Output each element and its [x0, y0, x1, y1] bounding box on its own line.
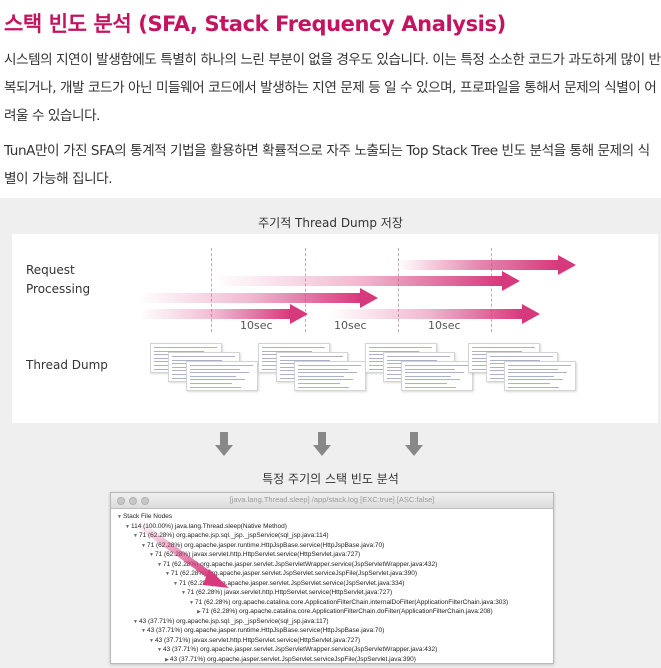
request-arrow	[330, 304, 540, 324]
expand-triangle-icon[interactable]: ▼	[149, 637, 154, 644]
tree-node[interactable]: ▼71 (62.28%) org.apache.jasper.servlet.J…	[173, 579, 404, 589]
tree-node-label: 114 (100.00%) java.lang.Thread.sleep(Nat…	[130, 522, 287, 530]
tree-node-label: 43 (37.71%) org.apache.jasper.servlet.Js…	[162, 646, 438, 653]
interval-marker	[305, 248, 306, 332]
tree-node[interactable]: ▼71 (62.28%) javax.servlet.http.HttpServ…	[181, 588, 392, 598]
thread-dump-thumbnail	[401, 361, 473, 391]
tree-node-label: 71 (62.28%) javax.servlet.http.HttpServl…	[186, 589, 393, 596]
interval-label: 10sec	[334, 319, 367, 332]
diagonal-arrow-head	[203, 569, 229, 588]
tree-node[interactable]: ▼71 (62.28%) org.apache.jasper.runtime.H…	[141, 541, 384, 551]
interval-label: 10sec	[428, 319, 461, 332]
expand-triangle-icon[interactable]: ▼	[133, 533, 138, 539]
thread-dump-thumbnail	[504, 361, 576, 391]
tree-node[interactable]: ▼43 (37.71%) org.apache.jasper.runtime.H…	[141, 626, 384, 636]
tree-node-label: 71 (62.28%) org.apache.jasper.servlet.Js…	[178, 579, 405, 587]
page-title: 스택 빈도 분석 (SFA, Stack Frequency Analysis)	[4, 12, 506, 36]
tree-node[interactable]: ▼43 (37.71%) org.apache.jsp.sql._jsp._js…	[133, 617, 329, 627]
diagonal-highlight-arrow	[134, 520, 229, 588]
tree-node-label: 71 (62.28%) org.apache.jasper.servlet.Js…	[162, 560, 438, 568]
expand-triangle-icon[interactable]: ▶	[165, 656, 169, 663]
tree-node[interactable]: ▼43 (37.71%) javax.servlet.http.HttpServ…	[149, 636, 360, 646]
expand-triangle-icon[interactable]: ▶	[197, 609, 201, 615]
window-title: [java.lang.Thread.sleep] /app/stack.log …	[229, 495, 435, 504]
down-arrow-icon	[313, 432, 331, 456]
stack-tree-window: [java.lang.Thread.sleep] /app/stack.log …	[110, 492, 554, 664]
expand-triangle-icon[interactable]: ▼	[141, 542, 146, 549]
expand-triangle-icon[interactable]: ▼	[149, 552, 154, 558]
window-titlebar: [java.lang.Thread.sleep] /app/stack.log …	[111, 493, 553, 509]
interval-label: 10sec	[240, 319, 273, 332]
interval-marker	[491, 248, 492, 332]
tree-node-label: Stack File Nodes	[122, 513, 173, 520]
request-arrow	[138, 288, 378, 308]
expand-triangle-icon[interactable]: ▼	[141, 628, 146, 634]
expand-triangle-icon[interactable]: ▼	[181, 590, 186, 596]
down-arrow-icon	[215, 432, 233, 456]
tree-node-label: 71 (62.28%) org.apache.catalina.core.App…	[194, 598, 509, 606]
minimize-dot-icon[interactable]	[129, 497, 137, 505]
expand-triangle-icon[interactable]: ▼	[165, 571, 170, 577]
tree-node-label: 43 (37.71%) org.apache.jasper.runtime.Ht…	[146, 627, 385, 634]
request-arrow	[398, 255, 576, 275]
sfa-paragraph: TunA만이 가진 SFA의 통계적 기법을 활용하면 확률적으로 자주 노출되…	[4, 143, 650, 187]
expand-triangle-icon[interactable]: ▼	[173, 580, 178, 587]
request-arrow	[214, 271, 520, 291]
thread-dump-label: Thread Dump	[26, 358, 108, 372]
diagonal-arrow-shaft	[134, 520, 218, 582]
tree-node[interactable]: ▶43 (37.71%) org.apache.jasper.servlet.J…	[165, 655, 416, 665]
tree-node[interactable]: ▼71 (62.28%) org.apache.jsp.sql._jsp._js…	[133, 531, 329, 541]
down-arrow-icon	[405, 432, 423, 456]
tree-node[interactable]: ▼71 (62.28%) org.apache.catalina.core.Ap…	[189, 598, 508, 608]
close-dot-icon[interactable]	[117, 497, 125, 505]
tree-node[interactable]: ▼71 (62.28%) org.apache.jasper.servlet.J…	[157, 560, 437, 570]
tree-node[interactable]: ▼71 (62.28%) org.apache.jasper.servlet.J…	[165, 569, 417, 579]
request-arrow	[140, 304, 308, 324]
tree-node[interactable]: ▶71 (62.28%) org.apache.catalina.core.Ap…	[197, 607, 493, 617]
tree-node-label: 43 (37.71%) org.apache.jsp.sql._jsp._jsp…	[138, 617, 329, 625]
intro-paragraph: 시스템의 지연이 발생함에도 특별히 하나의 느린 부분이 없을 경우도 있습니…	[4, 52, 661, 124]
tree-node-label: 71 (62.28%) javax.servlet.http.HttpServl…	[154, 551, 361, 558]
expand-triangle-icon[interactable]: ▼	[157, 561, 162, 568]
thread-dump-caption: 주기적 Thread Dump 저장	[258, 216, 403, 230]
expand-triangle-icon[interactable]: ▼	[125, 523, 130, 530]
tree-node[interactable]: ▼71 (62.28%) javax.servlet.http.HttpServ…	[149, 550, 360, 560]
tree-node-label: 43 (37.71%) javax.servlet.http.HttpServl…	[154, 636, 361, 644]
tree-node-label: 71 (62.28%) org.apache.jasper.runtime.Ht…	[146, 541, 385, 549]
tree-node-label: 43 (37.71%) org.apache.jasper.servlet.Js…	[169, 655, 416, 663]
tree-node-label: 71 (62.28%) org.apache.jasper.servlet.Js…	[170, 570, 417, 577]
tree-node-label: 71 (62.28%) org.apache.catalina.core.App…	[201, 608, 493, 615]
interval-marker	[211, 248, 212, 332]
tree-node-label: 71 (62.28%) org.apache.jsp.sql._jsp._jsp…	[138, 532, 329, 539]
request-processing-label: Request Processing	[26, 263, 91, 296]
thread-dump-thumbnail	[294, 361, 366, 391]
frequency-analysis-caption: 특정 주기의 스택 빈도 분석	[262, 472, 399, 486]
thread-dump-thumbnail	[186, 361, 258, 391]
tree-root[interactable]: ▼Stack File Nodes	[117, 512, 172, 522]
tree-node[interactable]: ▼114 (100.00%) java.lang.Thread.sleep(Na…	[125, 522, 287, 532]
expand-triangle-icon[interactable]: ▼	[117, 514, 122, 520]
sfa-diagram: 주기적 Thread Dump 저장 Request Processing Th…	[0, 198, 661, 668]
expand-triangle-icon[interactable]: ▼	[157, 647, 162, 653]
expand-triangle-icon[interactable]: ▼	[133, 618, 138, 625]
tree-node[interactable]: ▼43 (37.71%) org.apache.jasper.servlet.J…	[157, 645, 437, 655]
interval-marker	[398, 248, 399, 332]
maximize-dot-icon[interactable]	[141, 497, 149, 505]
expand-triangle-icon[interactable]: ▼	[189, 599, 194, 606]
